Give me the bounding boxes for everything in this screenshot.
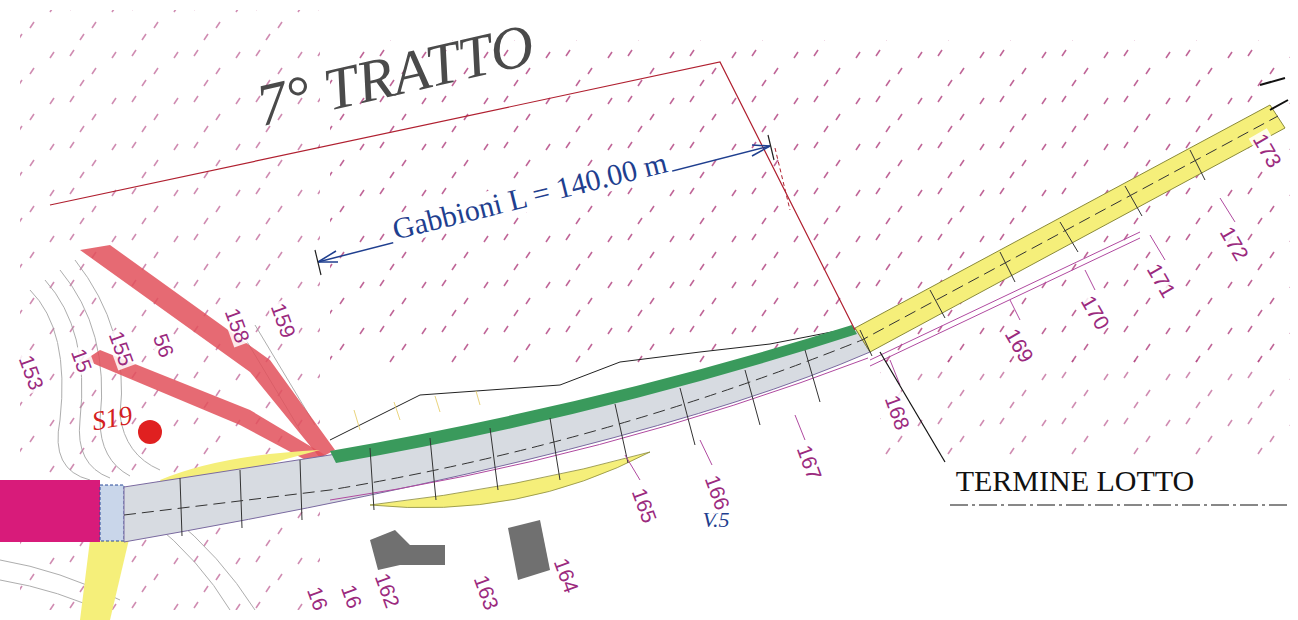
station-number: 166 bbox=[701, 470, 734, 514]
lot-end-label: TERMINE LOTTO bbox=[953, 466, 1198, 496]
station-number: 162 bbox=[371, 568, 404, 612]
station-number: 165 bbox=[628, 483, 661, 527]
station-number: 16 bbox=[337, 580, 366, 613]
station-number: 163 bbox=[470, 570, 503, 614]
station-number: 164 bbox=[550, 553, 583, 597]
survey-point-label: S19 bbox=[90, 401, 135, 435]
station-number: 167 bbox=[793, 440, 826, 484]
